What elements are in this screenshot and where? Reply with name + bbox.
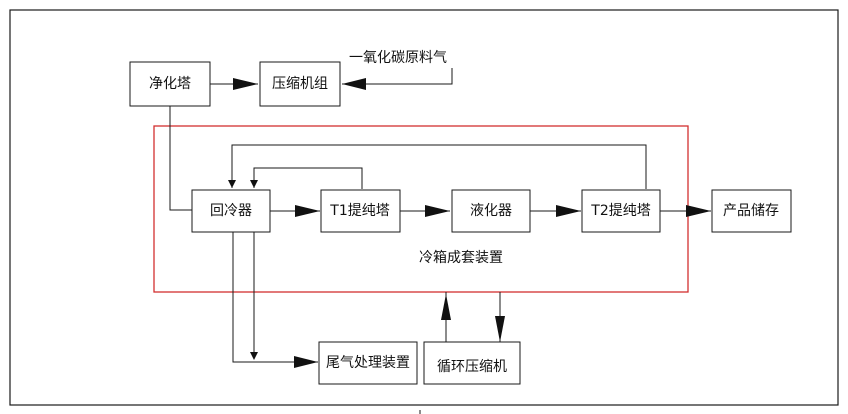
arrow-head [233, 78, 258, 90]
arrow-head [294, 356, 318, 368]
compressor-set-label: 压缩机组 [272, 76, 328, 92]
node-recycle-compressor: 循环压缩机 [423, 341, 521, 385]
t2-column-label: T2提纯塔 [590, 203, 650, 219]
node-recooler: 回冷器 [191, 189, 271, 233]
recooler-box [191, 189, 271, 233]
t1-column-label: T1提纯塔 [329, 203, 389, 219]
cold-box-label: 冷箱成套装置 [419, 250, 503, 266]
purifier-box [129, 61, 211, 107]
arrow-head [556, 205, 581, 217]
node-t1-column: T1提纯塔 [320, 189, 401, 233]
edge-feed-to-compressor [342, 68, 453, 85]
recooler-label: 回冷器 [210, 203, 252, 219]
recycle-compressor-label: 循环压缩机 [437, 359, 507, 375]
arrow-head [228, 180, 236, 188]
node-liquefier: 液化器 [451, 189, 531, 233]
arrow-head [441, 294, 451, 320]
arrow-head [342, 78, 366, 90]
product-storage-box [711, 189, 792, 233]
liquefier-label: 液化器 [470, 203, 512, 219]
drawing-frame [9, 9, 839, 406]
arrow-head [425, 205, 450, 217]
node-compressor-set: 压缩机组 [259, 61, 341, 107]
node-t2-column: T2提纯塔 [581, 189, 661, 233]
arrow-head [686, 205, 711, 217]
liquefier-box [451, 189, 531, 233]
recycle-compressor-box [423, 341, 521, 385]
arrow-head [250, 180, 258, 188]
node-purifier: 净化塔 [129, 61, 211, 107]
t2-column-box [581, 189, 661, 233]
tail-gas-treatment-label: 尾气处理装置 [326, 355, 410, 371]
node-product-storage: 产品储存 [711, 189, 792, 233]
feed-gas-label: 一氧化碳原料气 [349, 50, 447, 66]
tail-gas-treatment-box [318, 341, 418, 385]
t1-column-box [320, 189, 401, 233]
edge-purifier-to-recooler [169, 106, 192, 211]
arrow-head [250, 352, 258, 360]
edge-t1-return-to-recooler [253, 167, 363, 189]
purifier-label: 净化塔 [149, 76, 191, 92]
product-storage-label: 产品储存 [723, 203, 779, 219]
edge-recooler-to-tailgas [232, 232, 318, 363]
node-tail-gas-treatment: 尾气处理装置 [318, 341, 418, 385]
edge-t2-return-to-recooler [231, 144, 647, 189]
compressor-set-box [259, 61, 341, 107]
arrow-head [495, 316, 505, 342]
arrow-head [295, 205, 320, 217]
